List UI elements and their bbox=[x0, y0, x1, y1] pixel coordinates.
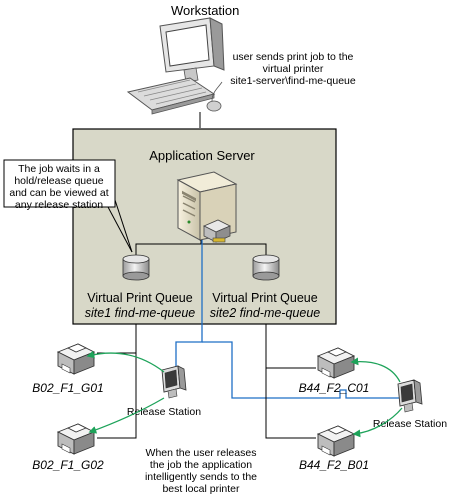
release-arrows bbox=[86, 350, 403, 438]
callout-line-3: and can be viewed at bbox=[9, 187, 108, 199]
workstation-note-line-2: virtual printer bbox=[263, 63, 324, 75]
printer-label-b02-f1-g01: B02_F1_G01 bbox=[32, 381, 103, 395]
queue-cylinder-icon-site2 bbox=[252, 254, 280, 281]
server-tower-icon bbox=[176, 171, 238, 243]
workstation-note: user sends print job to the virtual prin… bbox=[230, 51, 356, 87]
printer-label-b02-f1-g02: B02_F1_G02 bbox=[32, 458, 104, 472]
release-note-line-1: When the user releases bbox=[146, 447, 257, 459]
network-links bbox=[175, 240, 404, 399]
callout-line-4: any release station bbox=[15, 199, 103, 211]
release-note: When the user releases the job the appli… bbox=[145, 447, 257, 495]
workstation-title: Workstation bbox=[171, 3, 239, 18]
hold-queue-callout: The job waits in a hold/release queue an… bbox=[3, 159, 133, 253]
printer-icon-b44-f2-b01 bbox=[316, 425, 356, 457]
workstation-note-line-3: site1-server\find-me-queue bbox=[230, 75, 356, 87]
queue-site1-sublabel: site1 find-me-queue bbox=[85, 306, 196, 320]
printer-label-b44-f2-c01: B44_F2_C01 bbox=[299, 381, 370, 395]
printer-icon-b44-f2-c01 bbox=[316, 347, 356, 379]
callout-line-1: The job waits in a bbox=[18, 163, 100, 175]
site2-network bbox=[265, 324, 316, 439]
application-server-title: Application Server bbox=[149, 148, 255, 163]
queue-cylinder-icon-site1 bbox=[122, 254, 150, 281]
release-note-line-2: the job the application bbox=[150, 459, 252, 471]
release-note-line-3: intelligently sends to the bbox=[145, 471, 257, 483]
release-note-line-4: best local printer bbox=[162, 483, 240, 495]
printer-label-b44-f2-b01: B44_F2_B01 bbox=[299, 458, 369, 472]
queue-site2-sublabel: site2 find-me-queue bbox=[210, 306, 321, 320]
release-station-label-site1: Release Station bbox=[127, 406, 201, 418]
queue-site2-label: Virtual Print Queue bbox=[212, 291, 317, 305]
callout-line-2: hold/release queue bbox=[14, 175, 103, 187]
printer-icon-b02-f1-g01 bbox=[56, 343, 96, 375]
queue-site1-label: Virtual Print Queue bbox=[87, 291, 192, 305]
release-station-icon-site1 bbox=[161, 365, 187, 399]
release-station-label-site2: Release Station bbox=[373, 418, 447, 430]
workstation-computer-icon bbox=[126, 17, 225, 115]
workstation-note-line-1: user sends print job to the bbox=[233, 51, 354, 63]
printer-icon-b02-f1-g02 bbox=[56, 423, 96, 455]
release-station-icon-site2 bbox=[397, 379, 423, 413]
